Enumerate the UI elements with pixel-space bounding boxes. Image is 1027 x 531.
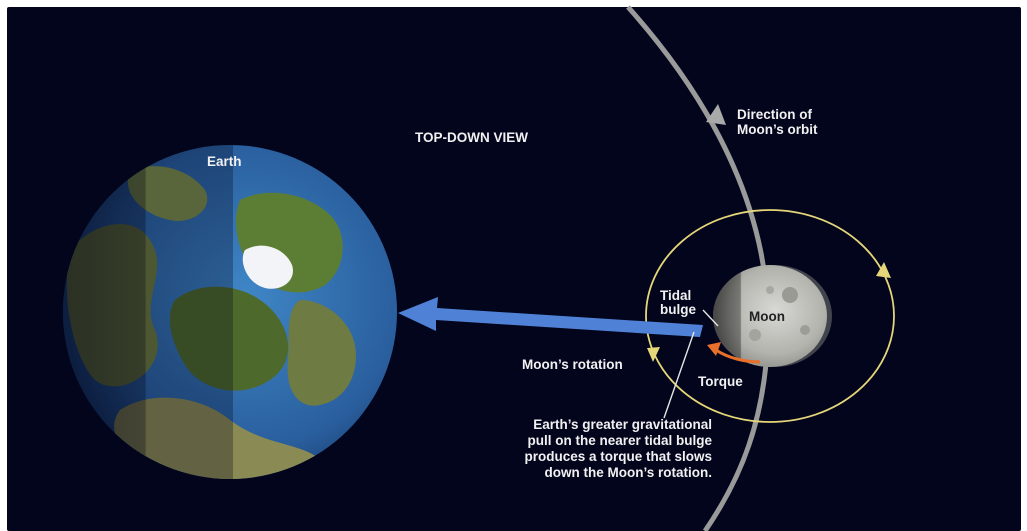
moon-label: Moon bbox=[749, 309, 785, 324]
orbit-direction-arrowhead bbox=[706, 104, 726, 125]
view-title: TOP-DOWN VIEW bbox=[415, 130, 528, 145]
earth-label: Earth bbox=[207, 154, 242, 169]
moon-rotation-label: Moon’s rotation bbox=[522, 357, 623, 372]
torque-arrow bbox=[715, 348, 761, 364]
torque-label: Torque bbox=[698, 374, 743, 389]
rotation-arrowhead-left bbox=[647, 347, 660, 362]
earth-globe bbox=[63, 145, 397, 479]
moon-rotation-circle bbox=[645, 209, 895, 423]
rotation-arrowhead-right bbox=[876, 262, 891, 278]
explanation-text: Earth’s greater gravitational pull on th… bbox=[524, 417, 712, 480]
orbit-direction-label: Direction of Moon’s orbit bbox=[737, 107, 818, 137]
torque-arrowhead bbox=[707, 342, 721, 356]
tidal-bulge-label: Tidal bulge bbox=[660, 288, 696, 317]
tidal-bulge-pointer bbox=[702, 309, 719, 327]
explanation-pointer bbox=[663, 331, 695, 419]
gravity-pull-arrow bbox=[398, 297, 703, 337]
